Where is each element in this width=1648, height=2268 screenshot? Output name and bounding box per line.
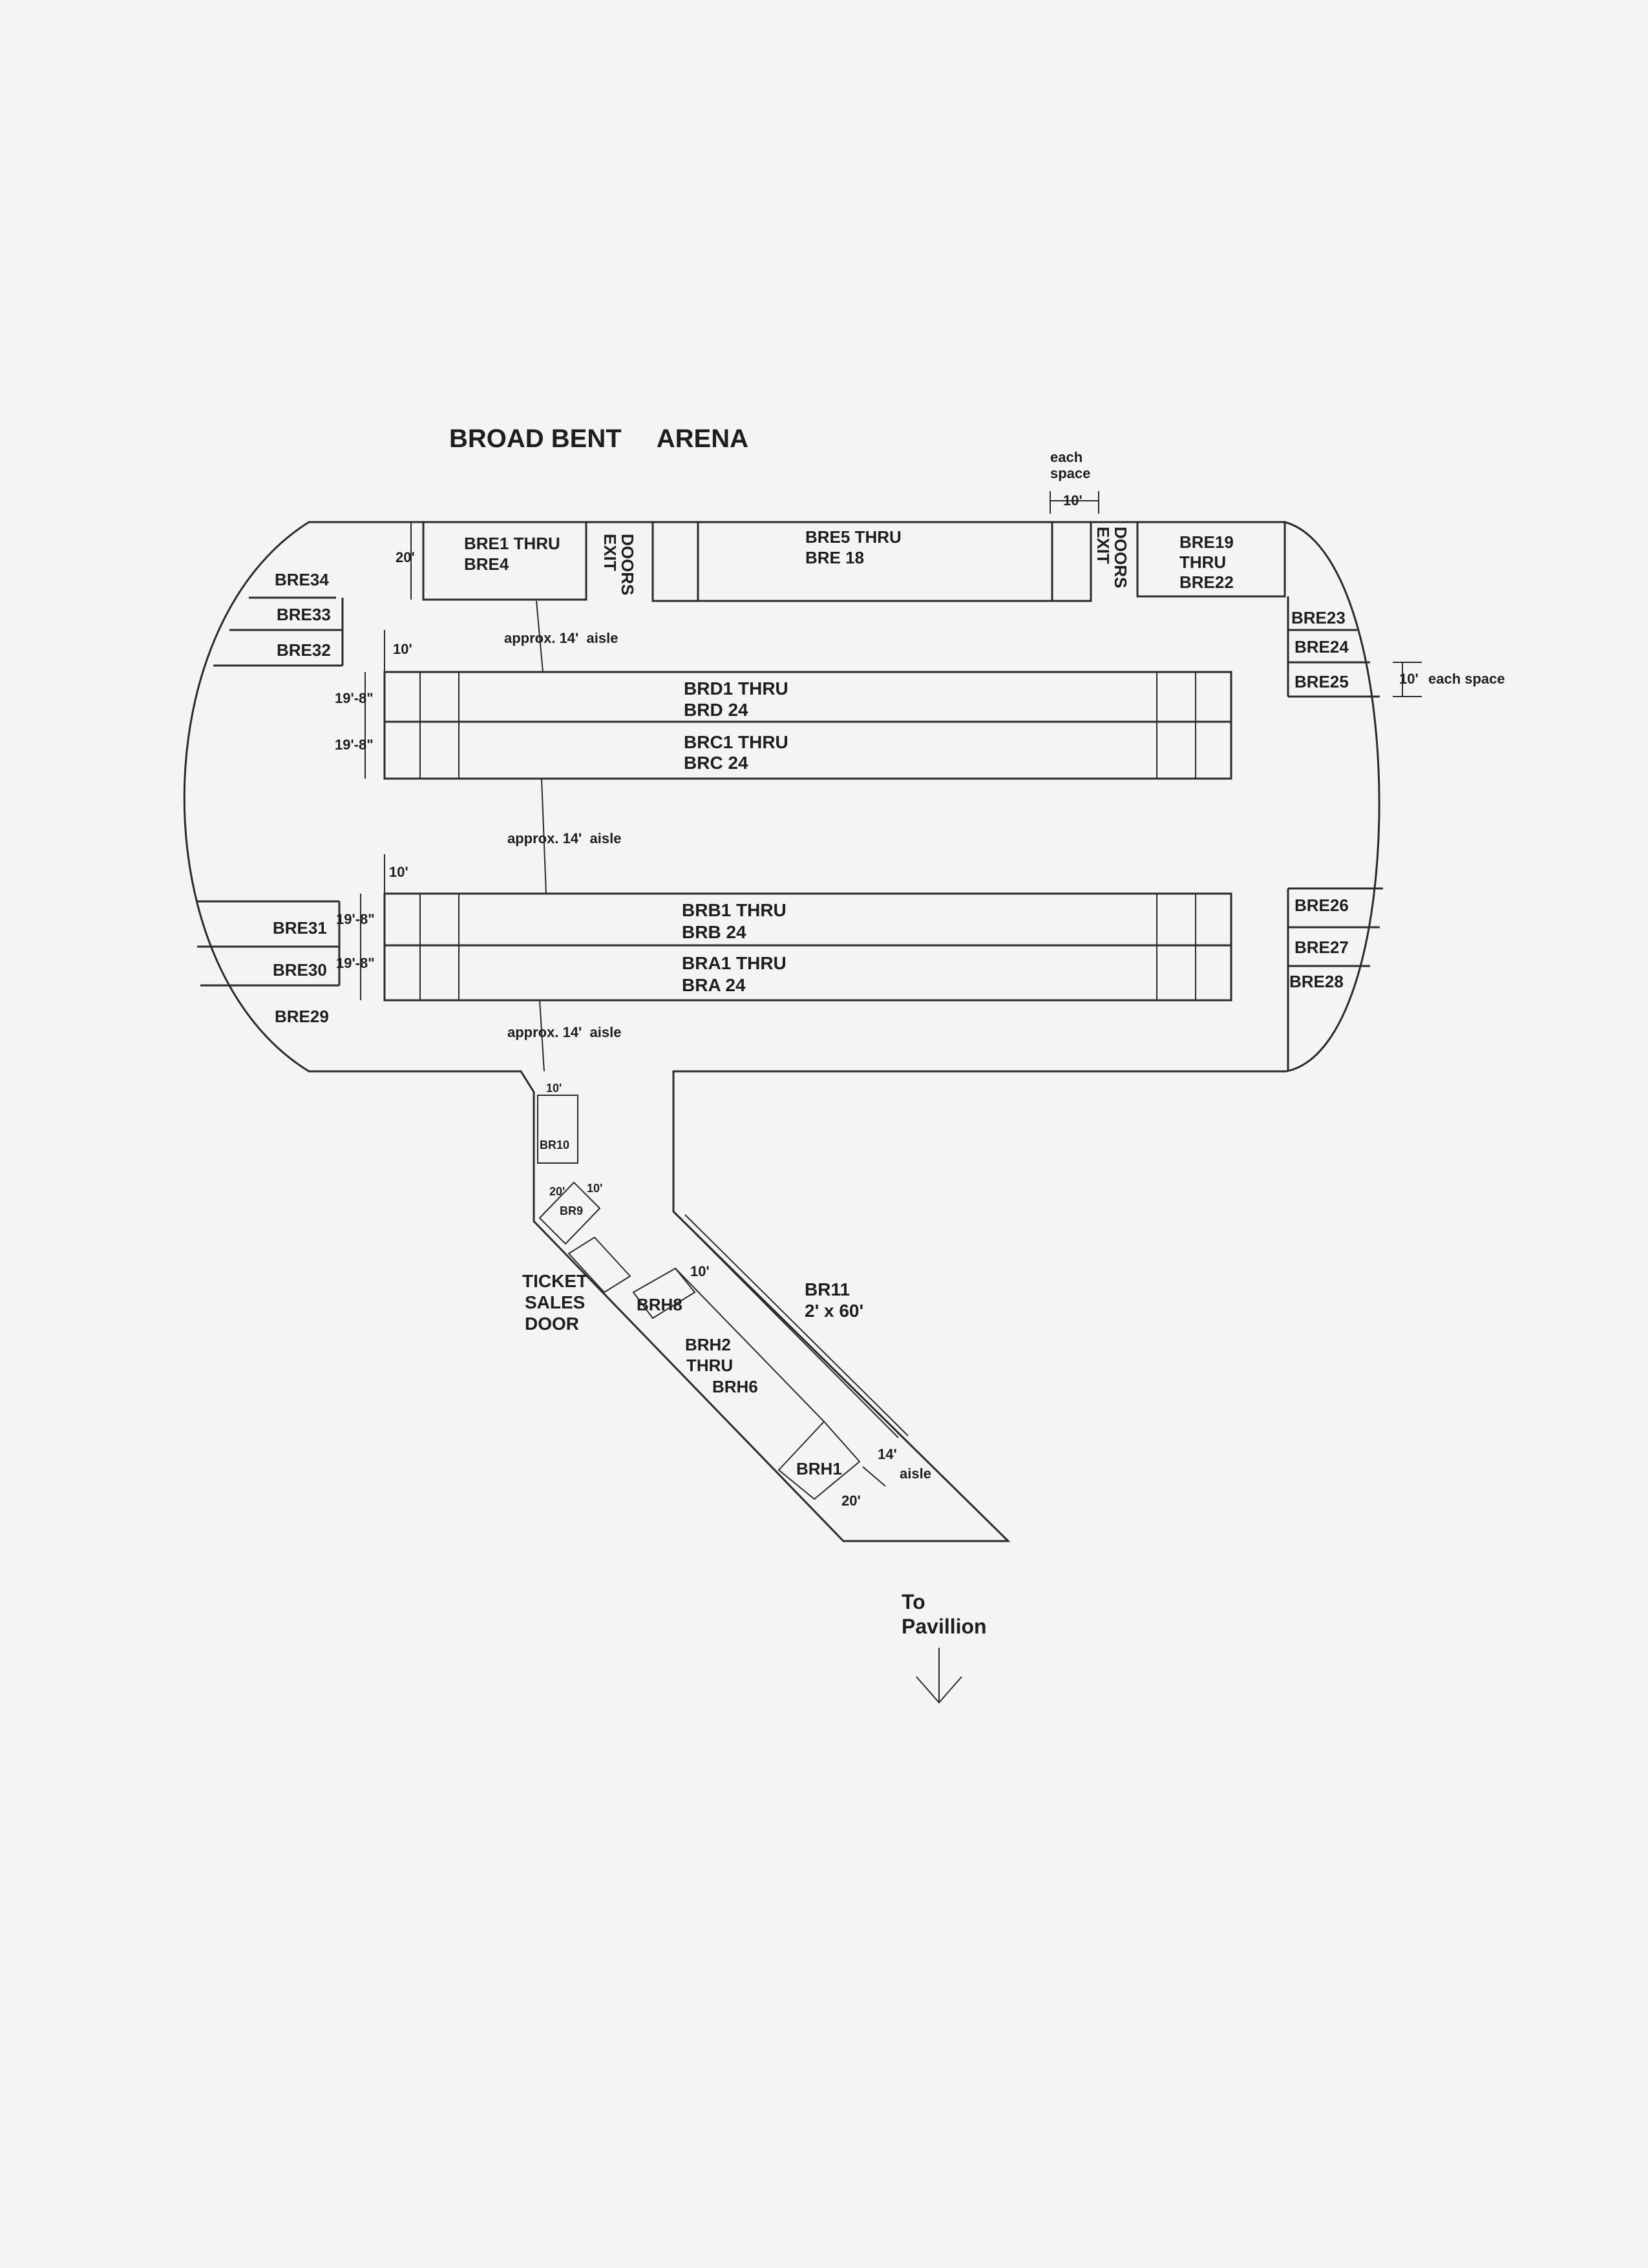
dim-20-brh1: 20' xyxy=(841,1493,861,1509)
booth-bre32[interactable]: BRE32 xyxy=(277,640,331,660)
dim-10-brh: 10' xyxy=(690,1263,710,1279)
bre5-18-label-2: BRE 18 xyxy=(805,548,864,567)
exit-doors-left-1: EXIT xyxy=(600,534,620,571)
bra-label-1: BRA1 THRU xyxy=(682,953,787,973)
aisle-marker xyxy=(541,778,547,894)
corridor-inner-line xyxy=(673,1211,899,1438)
dim-10-side: 10' xyxy=(1399,671,1419,687)
brh2-6-label-2: THRU xyxy=(686,1356,733,1375)
exit-doors-right-1: EXIT xyxy=(1093,527,1113,564)
dim-19-8-c: 19'-8" xyxy=(336,911,375,927)
brc-label-2: BRC 24 xyxy=(684,753,748,773)
booth-bre27[interactable]: BRE27 xyxy=(1294,938,1349,957)
booth-bre34[interactable]: BRE34 xyxy=(275,570,329,589)
bre1-4-label-2: BRE4 xyxy=(464,554,509,574)
booth-br10[interactable] xyxy=(537,1095,578,1164)
dim-10-upper: 10' xyxy=(393,641,412,657)
bre5-18-label-1: BRE5 THRU xyxy=(805,527,902,547)
booth-br9[interactable] xyxy=(538,1181,601,1245)
booth-bre24[interactable]: BRE24 xyxy=(1294,637,1349,656)
dim-20-br9: 20' xyxy=(549,1185,565,1198)
brh-strip-line xyxy=(675,1268,825,1422)
booth-bre5-end-left[interactable] xyxy=(651,521,699,602)
booth-brh8[interactable] xyxy=(632,1267,696,1319)
dim-10-br9: 10' xyxy=(587,1182,602,1195)
to-pavillion-label-1: To xyxy=(902,1590,925,1613)
aisle14-label-2: aisle xyxy=(900,1465,931,1482)
brh8-label: BRH8 xyxy=(637,1295,682,1314)
booth-bre30[interactable]: BRE30 xyxy=(273,960,327,980)
brc-label-1: BRC1 THRU xyxy=(684,732,788,752)
row-brb-bra xyxy=(383,892,1232,1002)
booth-bre28[interactable]: BRE28 xyxy=(1289,972,1344,991)
dim-10-lower: 10' xyxy=(389,864,408,880)
brd-label-2: BRD 24 xyxy=(684,700,748,720)
booth-bre25[interactable]: BRE25 xyxy=(1294,672,1349,691)
booth-bre1-4[interactable] xyxy=(422,521,587,601)
dim-tick-brh1 xyxy=(862,1466,886,1487)
dim-20-top: 20' xyxy=(396,549,415,565)
booth-bre33[interactable]: BRE33 xyxy=(277,605,331,624)
dim-19-8-a: 19'-8" xyxy=(335,690,374,706)
dim-19-8-b: 19'-8" xyxy=(335,737,374,753)
brb-label-1: BRB1 THRU xyxy=(682,900,787,920)
br11-label-1: BR11 xyxy=(805,1279,850,1299)
exit-doors-left-2: DOORS xyxy=(618,534,637,595)
bre19-22-label-2: THRU xyxy=(1179,552,1226,572)
aisle-marker xyxy=(536,600,544,673)
ticket-door-block xyxy=(567,1236,631,1294)
each-space-top-1: each xyxy=(1050,449,1083,465)
brh1-label: BRH1 xyxy=(796,1459,842,1478)
brh2-6-label-3: BRH6 xyxy=(712,1377,758,1396)
bre19-22-label-3: BRE22 xyxy=(1179,572,1234,592)
aisle-label-1: approx. 14' aisle xyxy=(504,630,618,646)
aisle-label-2: approx. 14' aisle xyxy=(507,830,621,846)
br9-label: BR9 xyxy=(560,1204,583,1217)
brb-label-2: BRB 24 xyxy=(682,922,746,942)
aisle-label-3: approx. 14' aisle xyxy=(507,1024,621,1040)
dim-10-br10: 10' xyxy=(546,1082,562,1095)
booth-brh1[interactable] xyxy=(777,1420,861,1500)
booth-bre19-22[interactable] xyxy=(1136,521,1286,598)
booth-bre31[interactable]: BRE31 xyxy=(273,918,327,938)
plan-title: BROAD BENT ARENA xyxy=(449,425,748,453)
booth-bre18-end-right[interactable] xyxy=(1051,521,1092,602)
ticket-label-3: DOOR xyxy=(525,1314,579,1334)
aisle-marker xyxy=(539,1000,545,1072)
booth-bre26[interactable]: BRE26 xyxy=(1294,896,1349,915)
corridor-inner-line-2 xyxy=(684,1214,909,1436)
row-brd-brc xyxy=(383,671,1232,780)
down-arrow-icon xyxy=(916,1648,962,1704)
bre19-22-label-1: BRE19 xyxy=(1179,532,1234,552)
exit-doors-right-2: DOORS xyxy=(1111,527,1130,588)
ticket-label-1: TICKET xyxy=(522,1271,587,1291)
aisle14-label-1: 14' xyxy=(878,1446,897,1462)
booth-bre29[interactable]: BRE29 xyxy=(275,1007,329,1026)
each-space-side: each space xyxy=(1428,671,1505,687)
bre1-4-label-1: BRE1 THRU xyxy=(464,534,560,553)
dim-19-8-d: 19'-8" xyxy=(336,955,375,971)
arena-outline xyxy=(183,521,1380,1542)
brh2-6-label-1: BRH2 xyxy=(685,1335,731,1354)
ticket-label-2: SALES xyxy=(525,1292,585,1312)
each-space-top-2: space xyxy=(1050,465,1090,481)
booth-bre23[interactable]: BRE23 xyxy=(1291,608,1346,627)
bra-label-2: BRA 24 xyxy=(682,975,746,995)
to-pavillion-label-2: Pavillion xyxy=(902,1615,987,1638)
dim-10-top: 10' xyxy=(1063,492,1083,509)
br11-label-2: 2' x 60' xyxy=(805,1301,863,1321)
br10-label: BR10 xyxy=(540,1139,569,1151)
brd-label-1: BRD1 THRU xyxy=(684,678,788,698)
